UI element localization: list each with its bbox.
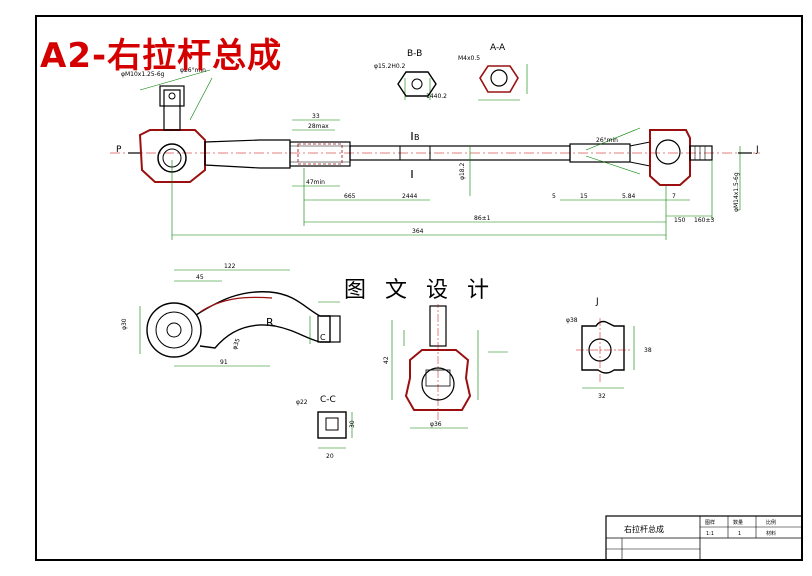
steering-arm-view: [139, 269, 345, 367]
dim-label: 45: [196, 274, 204, 281]
view-label-j: J: [595, 297, 599, 307]
dim-label: 32: [598, 393, 606, 400]
right-ball-joint: [649, 129, 691, 186]
dim-label: φ15.2H0.2: [374, 63, 406, 70]
title-block: [605, 515, 803, 561]
marker-j: J: [755, 145, 759, 155]
dim-label: φ35: [231, 337, 242, 350]
section-arrows: [128, 132, 752, 178]
dim-label: φ38: [566, 317, 578, 324]
dim-label: φ30: [121, 318, 128, 330]
dim-label: 42: [383, 356, 390, 364]
title-block-header: 比例: [766, 519, 776, 526]
marker-r: R: [266, 316, 274, 329]
view-label-cc: C-C: [320, 395, 336, 405]
title-block-header: 数量: [733, 519, 743, 526]
marker-c: C: [320, 333, 326, 342]
dim-label: M4x0.5: [458, 55, 480, 62]
main-assembly-view: [110, 69, 760, 240]
marker-b: B: [414, 133, 420, 142]
section-aa-view: [478, 64, 528, 101]
dim-label: 30: [349, 420, 356, 428]
dim-label: φ18.2: [459, 163, 466, 181]
dim-label: 91: [220, 359, 228, 366]
marker-p: P: [116, 145, 122, 155]
dim-label: 86±1: [474, 215, 491, 222]
section-bb-view: [397, 71, 437, 97]
view-label-bb: B-B: [407, 49, 422, 59]
dim-label: 150: [674, 217, 686, 224]
dim-label: 5: [552, 193, 556, 200]
dim-label: φM10x1.25-6g: [121, 71, 165, 78]
dim-label: φ22: [296, 399, 308, 406]
dim-label: φ26°min: [180, 67, 206, 74]
dim-label: φM14x1.5-6g: [733, 172, 740, 212]
title-block-header: 图样: [705, 519, 715, 526]
title-block-qty: 1: [738, 531, 741, 537]
dim-label: 38: [644, 347, 652, 354]
j-view: [576, 318, 635, 389]
ball-stud-section: [391, 300, 508, 429]
section-cc-view: [317, 411, 353, 449]
title-block-header: 材料: [766, 530, 776, 537]
dim-label: 1440.2: [426, 93, 447, 100]
dim-label: φ36: [430, 421, 442, 428]
dim-label: 47min: [306, 179, 325, 186]
dim-label: 5.84: [622, 193, 636, 200]
dim-label: 15: [580, 193, 588, 200]
title-block-scale: 1:1: [706, 531, 714, 537]
watermark: 图 文 设 计: [340, 272, 499, 304]
dim-label: 33: [312, 113, 320, 120]
dim-label: 364: [412, 228, 424, 235]
drawing-title: A2-右拉杆总成: [40, 36, 283, 76]
dim-label: 665: [344, 193, 356, 200]
title-block-name: 右拉杆总成: [624, 524, 664, 534]
dim-label: 160±3: [694, 217, 714, 224]
dim-label: 28max: [308, 123, 329, 130]
dim-label: 7: [672, 193, 676, 200]
dim-label: 122: [224, 263, 236, 270]
sheet-border: [35, 15, 803, 561]
view-label-aa: A-A: [490, 43, 506, 53]
left-ball-joint: [138, 129, 206, 183]
dim-label: 2444: [402, 193, 417, 200]
dim-label: 26°min: [596, 137, 618, 144]
dim-label: 20: [326, 453, 334, 460]
